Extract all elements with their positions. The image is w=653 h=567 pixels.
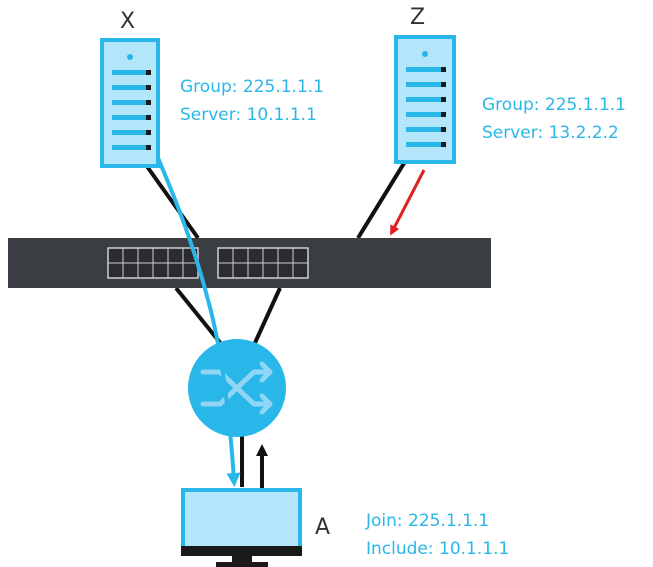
server-icon [100,38,160,168]
host-include: Include: 10.1.1.1 [366,539,509,559]
server-z-group: Group: 225.1.1.1 [482,95,626,115]
link-switch-router-left [174,286,224,347]
host-join: Join: 225.1.1.1 [365,511,489,531]
router [188,339,286,437]
link-switch-router-right [252,287,282,346]
server-x-group: Group: 225.1.1.1 [180,77,324,97]
monitor-icon [181,488,302,567]
server-x-label: X [120,9,135,34]
server-x-address: Server: 10.1.1.1 [180,105,317,125]
switch [8,238,491,288]
server-z-label: Z [410,5,425,30]
host-a-label: A [315,515,330,540]
request-arrow [390,169,426,236]
switch-icon [8,238,491,288]
links [144,158,408,487]
server-x: X Group: 225.1.1.1 Server: 10.1. [100,9,324,168]
link-server-x-switch [144,163,200,240]
server-icon [394,35,456,164]
link-server-z-switch [356,158,408,240]
router-icon [188,339,286,437]
host-a: A Join: 225.1.1.1 Include: 10.1.1.1 [181,488,509,567]
multicast-stream [156,157,241,487]
server-z: Z Group: 225.1.1.1 Server: 13.2. [394,5,626,164]
server-z-address: Server: 13.2.2.2 [482,123,619,143]
